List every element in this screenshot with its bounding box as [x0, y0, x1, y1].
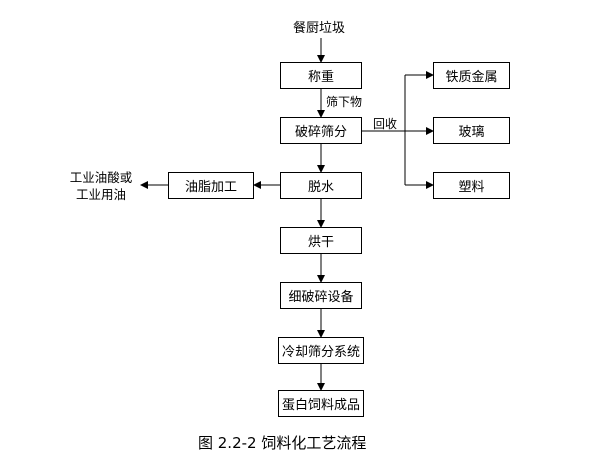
screen-under-label: 筛下物 — [326, 95, 363, 109]
recycle-label: 回收 — [373, 117, 398, 131]
glass-box: 玻璃 — [433, 117, 510, 144]
plastic-box: 塑料 — [433, 172, 510, 199]
crush-screen-box: 破碎筛分 — [280, 117, 362, 144]
industrial-oil-label: 工业油酸或 工业用油 — [62, 169, 140, 203]
industrial-oil-line1: 工业油酸或 — [69, 170, 133, 185]
industrial-oil-line2: 工业用油 — [75, 187, 126, 202]
drying-box: 烘干 — [280, 227, 362, 254]
weigh-box: 称重 — [280, 62, 362, 89]
iron-metal-box: 铁质金属 — [433, 62, 510, 89]
figure-caption: 图 2.2-2 饲料化工艺流程 — [198, 434, 367, 452]
cooling-screening-box: 冷却筛分系统 — [278, 337, 364, 364]
fine-crushing-box: 细破碎设备 — [280, 282, 362, 309]
dewater-box: 脱水 — [280, 172, 362, 199]
protein-feed-product-box: 蛋白饲料成品 — [278, 390, 364, 417]
input-label: 餐厨垃圾 — [293, 21, 346, 36]
grease-processing-box: 油脂加工 — [168, 172, 254, 199]
